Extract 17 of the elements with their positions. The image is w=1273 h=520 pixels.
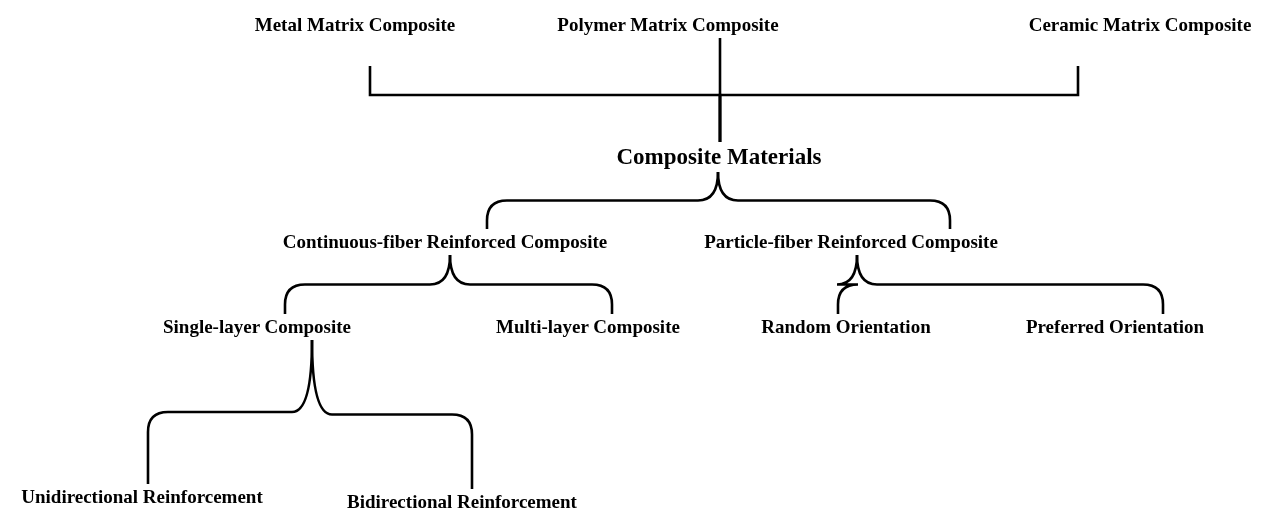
curly-brace bbox=[855, 254, 1165, 314]
node-label: Metal Matrix Composite bbox=[254, 14, 456, 36]
node-label: Single-layer Composite bbox=[162, 316, 352, 338]
curly-brace bbox=[448, 254, 614, 314]
node-label: Particle-fiber Reinforced Composite bbox=[704, 231, 998, 253]
node-label: Continuous-fiber Reinforced Composite bbox=[282, 231, 608, 253]
node-label: Ceramic Matrix Composite bbox=[1028, 14, 1252, 36]
bracket-line bbox=[718, 66, 1080, 142]
node-label: Polymer Matrix Composite bbox=[557, 14, 779, 36]
node-label: Random Orientation bbox=[761, 316, 931, 338]
curly-brace bbox=[310, 340, 474, 489]
node-label: Preferred Orientation bbox=[1025, 316, 1205, 338]
node-label: Unidirectional Reinforcement bbox=[21, 486, 263, 508]
node-label: Composite Materials bbox=[616, 144, 822, 170]
node-label: Bidirectional Reinforcement bbox=[347, 491, 577, 513]
node-label: Multi-layer Composite bbox=[496, 316, 680, 338]
curly-brace bbox=[716, 171, 952, 229]
